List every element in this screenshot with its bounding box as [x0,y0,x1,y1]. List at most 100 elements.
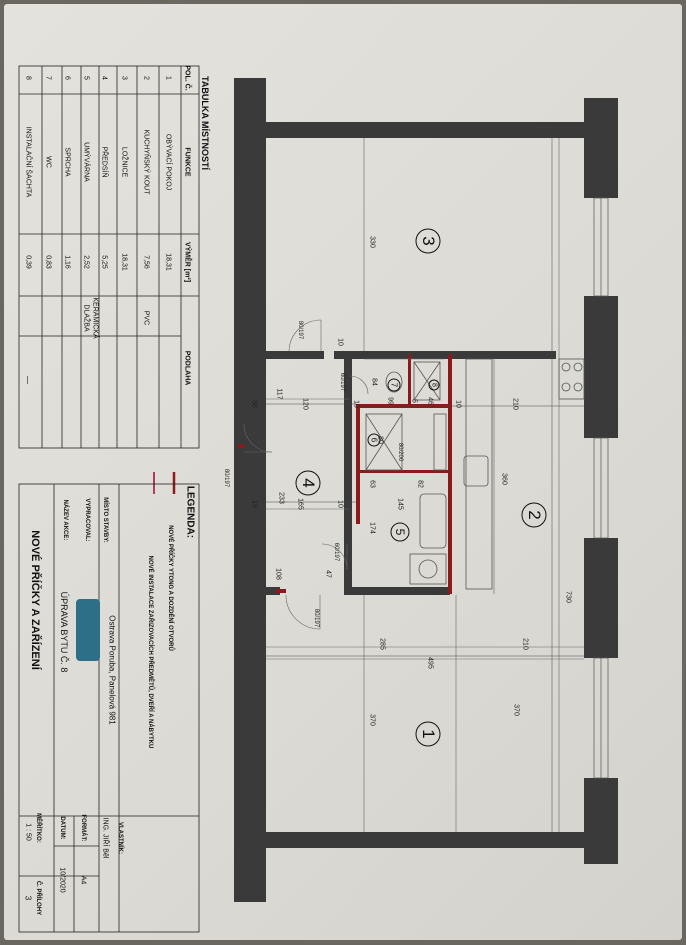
dim-360: 360 [500,473,508,485]
dim-370a: 370 [368,714,376,726]
floor-tile-1: KERAMICKÁ [91,297,99,339]
table-row-area: 1,16 [63,255,71,269]
thin-lines [266,138,584,832]
date-value: 10/2020 [58,867,66,893]
table-header-floor: PODLAHA [183,350,191,386]
format-label: FORMÁT: [80,814,86,842]
new-wall-5 [356,470,448,473]
dim-233: 233 [277,492,285,504]
dim-99: 99 [386,397,394,405]
room-8-label: 8 [430,383,438,387]
dim-165: 165 [296,498,304,510]
table-row-num: 8 [24,76,32,80]
dim-58: 58 [250,400,258,408]
dim-10d: 10 [336,500,344,508]
scale-value: 1 : 50 [24,823,32,841]
dim-10c: 10 [454,400,462,408]
room-5-label: 5 [393,528,407,536]
wall-int-3 [266,587,280,595]
new-wall-4 [408,354,411,406]
table-row-num: 3 [120,76,128,80]
wall-left [234,78,266,902]
wall-int-1 [266,351,324,359]
room-7-circle [387,378,401,392]
dimension-lines [266,138,584,832]
table-row-function: OBÝVACÍ POKOJ [164,133,172,191]
floor-dash: — [23,376,33,384]
table-row-area: 18,31 [120,253,128,271]
fixtures [365,358,585,590]
legend-lines [153,472,176,494]
dim-63: 63 [368,480,376,488]
windows [593,197,609,779]
walls [234,78,618,902]
dim-145: 145 [396,498,404,510]
table-row-num: 1 [164,76,172,80]
room-table-grid [18,65,200,449]
site-value: Ostrava Poruba, Panelová 981 [107,615,117,725]
wall-right-2 [584,296,618,438]
dim-730: 730 [564,591,572,603]
dim-120: 120 [301,398,309,410]
table-row-area: 7,56 [142,255,150,269]
room-markers [295,228,547,747]
new-wall-1 [356,404,360,524]
table-row-function: SPRCHA [63,147,71,177]
room-3-label: 3 [419,236,438,246]
wc-bowl [385,371,403,393]
dim-82: 82 [416,480,424,488]
bathtub-sink [419,493,447,549]
dim-46: 46 [426,397,434,405]
wall-int-2 [334,351,556,359]
legend-item-1: NOVÉ PŘÍČKY YTONG A DOZDĚNÍ OTVORŮ [167,525,173,651]
door-label-bottom: 80/197 [313,608,319,628]
shower-tray [365,413,403,471]
date-label: DATUM: [59,816,65,840]
dim-108: 108 [274,568,282,580]
table-row-function: WC [44,156,52,168]
room-1-label: 1 [419,729,438,739]
new-wall-7 [238,444,244,448]
wall-int-5 [344,354,352,594]
door-label-top: 80/197 [297,320,303,340]
title-block-grid [18,483,200,933]
table-row-area: 5,25 [100,255,108,269]
shower-rail [433,413,447,471]
dim-80: 80 [376,436,384,444]
room-2-circle [521,502,547,528]
legend-title: LEGENDA: [184,485,196,539]
redacted-author [76,599,100,661]
table-row-area: 2,52 [82,255,90,269]
table-header-area: VÝMĚR [m²] [183,241,191,283]
floor-pvc: PVC [142,310,150,326]
scale-label: MĚŘÍTKO: [35,813,41,843]
door-label-bath: 60/197 [333,542,339,562]
table-row-function: KUCHYŇSKÝ KOUT [142,129,150,195]
door-label-shower: 80/200 [397,442,403,462]
dim-174: 174 [368,522,376,534]
wall-right-3 [584,538,618,658]
owner-value: ING. JIŘÍ Běl [101,817,109,859]
owner-label: VLASTNÍK: [117,822,123,854]
site-label: MÍSTO STAVBY: [102,497,108,543]
table-row-function: LOŽNICE [120,146,128,178]
appendix-label: Č. PŘÍLOHY [35,880,41,916]
shaft-box [413,361,441,401]
table-title: TABULKA MÍSTNOSTÍ [200,76,210,170]
table-row-num: 6 [63,76,71,80]
dim-15: 15 [250,500,258,508]
wall-right-4 [584,778,618,864]
format-value: A4 [79,875,87,885]
floor-tile-2: DLAŽBA [82,304,90,332]
table-row-num: 4 [100,76,108,80]
room-2-label: 2 [525,510,544,520]
dim-285: 285 [378,638,386,650]
table-row-num: 5 [82,76,90,80]
dim-47: 47 [324,570,332,578]
kitchen-sink [463,455,489,487]
cooktop [558,358,585,400]
dim-10b: 10 [352,400,360,408]
author-label: VYPRACOVAL: [84,498,90,542]
new-wall-3 [448,354,452,594]
table-row-area: 0,39 [24,255,32,269]
